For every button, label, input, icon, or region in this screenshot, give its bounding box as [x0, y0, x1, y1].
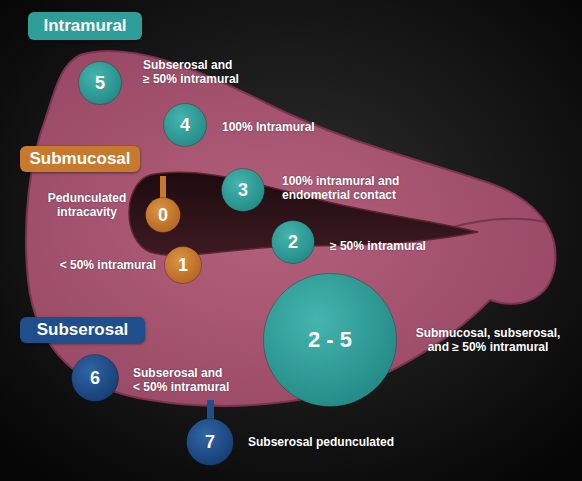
fibroid-circle: 5Subserosal and ≥ 50% intramural: [78, 61, 122, 105]
category-heading: Subserosal: [20, 317, 145, 343]
type-description: Submucosal, subserosal, and ≥ 50% intram…: [398, 326, 578, 354]
type-description: < 50% intramural: [30, 258, 156, 272]
fibroid-circle-fill: [165, 247, 202, 284]
fibroid-circle: 3100% intramural and endometrial contact: [221, 168, 265, 212]
type-description: ≥ 50% intramural: [330, 239, 460, 253]
fibroid-circle-fill: [72, 355, 119, 402]
type-number: 1: [164, 256, 202, 274]
fibroid-circle: 2≥ 50% intramural: [271, 220, 315, 264]
category-box: Subserosal: [20, 317, 145, 343]
type-number: 7: [186, 433, 234, 451]
fibroid-circle: 0Pedunculated intracavity: [145, 197, 181, 233]
type-description: Subserosal pedunculated: [248, 435, 428, 449]
fibroid-circle: 2 - 5Submucosal, subserosal, and ≥ 50% i…: [263, 273, 397, 407]
fibroid-circle: 6Subserosal and < 50% intramural: [71, 354, 119, 402]
category-heading: Intramural: [28, 12, 142, 40]
fibroid-circle-fill: [187, 419, 234, 466]
category-box: Intramural: [28, 12, 142, 40]
fibroid-circle: 7Subserosal pedunculated: [186, 418, 234, 466]
fibroid-circle-fill: [146, 198, 181, 233]
type-description: Subserosal and < 50% intramural: [133, 366, 251, 394]
fibroid-circle-fill: [272, 221, 315, 264]
type-number: 6: [71, 369, 119, 387]
type-number: 5: [78, 74, 122, 92]
type-description: 100% intramural and endometrial contact: [282, 174, 422, 202]
category-heading: Submucosal: [20, 146, 140, 172]
pedicle-stalk: [160, 176, 166, 200]
fibroid-circle-fill: [264, 274, 397, 407]
type-number: 0: [145, 206, 181, 224]
fibroid-circle: 4100% Intramural: [163, 103, 207, 147]
category-box: Submucosal: [20, 146, 140, 172]
fibroid-circle-fill: [79, 62, 122, 105]
type-description: 100% Intramural: [222, 120, 352, 134]
type-description: Subserosal and ≥ 50% intramural: [143, 58, 255, 86]
fibroid-circle-fill: [222, 169, 265, 212]
type-description: Pedunculated intracavity: [35, 191, 139, 219]
type-number: 2: [271, 233, 315, 251]
fibroid-circle: 1< 50% intramural: [164, 246, 202, 284]
type-number: 3: [221, 181, 265, 199]
type-number: 4: [163, 116, 207, 134]
fibroid-circle-fill: [164, 104, 207, 147]
type-number: 2 - 5: [263, 329, 397, 351]
